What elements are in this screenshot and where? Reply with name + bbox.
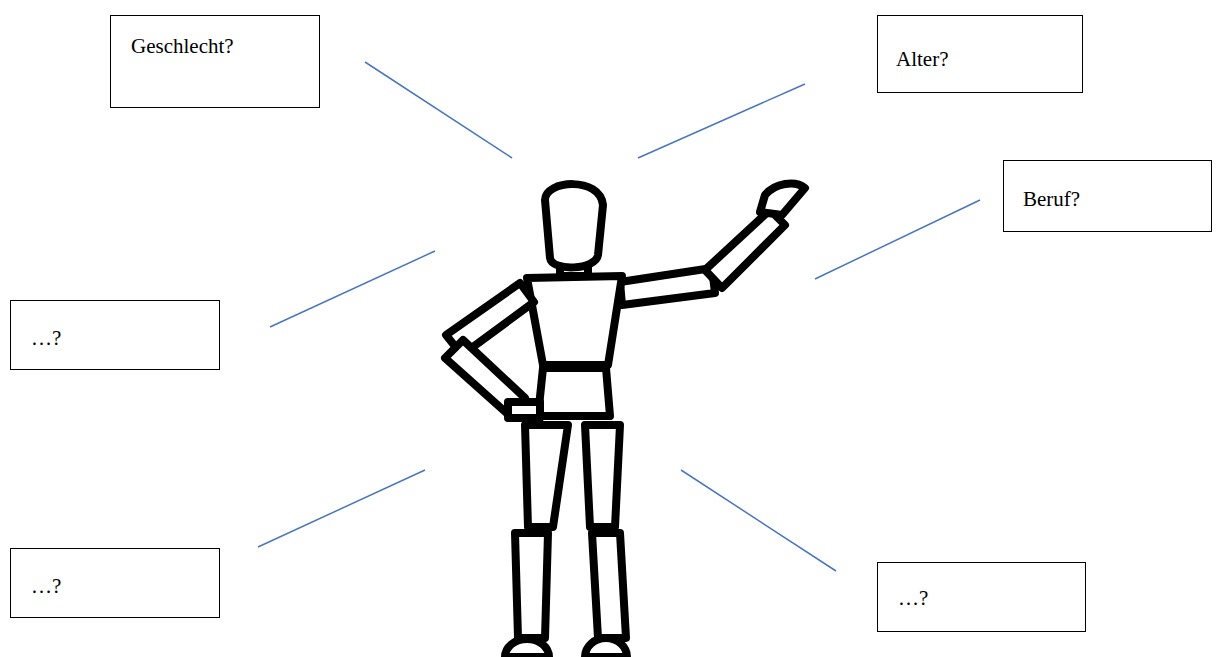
leader-line — [815, 200, 980, 279]
box-label: …? — [31, 574, 211, 598]
upper-leg — [525, 425, 568, 527]
torso — [527, 276, 622, 365]
question-box: …? — [10, 300, 220, 370]
mannequin-figure — [445, 184, 805, 657]
box-label: Beruf? — [1023, 187, 1203, 211]
leader-line — [258, 470, 425, 547]
leader-lines — [258, 62, 980, 571]
leader-line — [681, 470, 836, 571]
pelvis — [538, 368, 610, 416]
foot — [505, 639, 549, 657]
box-label: Geschlecht? — [131, 34, 311, 58]
head — [545, 184, 603, 267]
upper-leg — [585, 425, 620, 527]
question-box: …? — [10, 548, 220, 618]
question-box: Beruf? — [1003, 160, 1212, 232]
leader-line — [365, 62, 512, 158]
hand — [508, 402, 540, 418]
leader-line — [638, 84, 805, 158]
hand — [760, 184, 805, 215]
leader-line — [270, 251, 435, 327]
foot — [585, 638, 627, 657]
box-label: …? — [31, 326, 211, 350]
question-box: Alter? — [877, 15, 1083, 93]
box-label: …? — [898, 586, 1077, 610]
question-box: …? — [877, 562, 1086, 632]
question-box: Geschlecht? — [110, 15, 320, 108]
forearm — [705, 210, 785, 288]
upper-arm — [620, 268, 715, 305]
box-label: Alter? — [896, 47, 1074, 71]
lower-leg — [592, 533, 626, 638]
lower-leg — [515, 533, 548, 638]
